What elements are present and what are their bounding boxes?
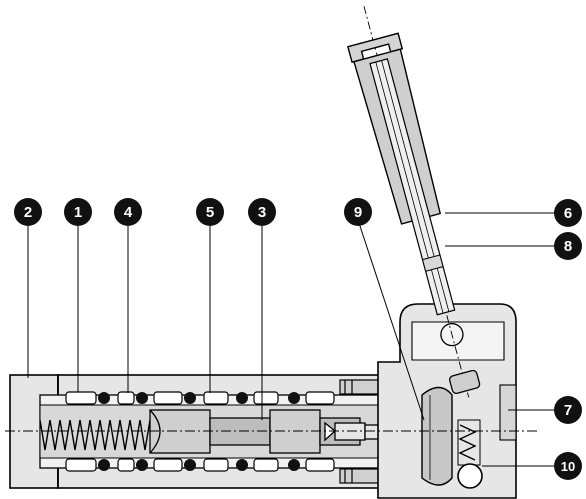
return-spring	[39, 419, 151, 451]
callout-8-label: 8	[564, 238, 572, 255]
callout-5-label: 5	[206, 204, 214, 221]
callout-10: 10	[554, 452, 582, 480]
callout-7: 7	[554, 396, 582, 424]
sleeve-seals-bottom	[65, 458, 335, 472]
callout-7-label: 7	[564, 402, 572, 419]
callout-6-label: 6	[564, 205, 572, 222]
callout-3-label: 3	[258, 204, 266, 221]
callout-3: 3	[248, 198, 276, 226]
callout-9-label: 9	[354, 204, 362, 221]
callout-10-label: 10	[561, 459, 575, 474]
callout-8: 8	[554, 232, 582, 260]
leader-lines	[27, 212, 560, 467]
callout-2: 2	[14, 198, 42, 226]
callout-2-label: 2	[24, 204, 32, 221]
callout-4: 4	[114, 198, 142, 226]
callout-1-label: 1	[74, 204, 82, 221]
sleeve-seals-top	[65, 391, 335, 405]
callout-4-label: 4	[124, 204, 133, 221]
actuator-housing	[377, 303, 517, 499]
callout-1: 1	[64, 198, 92, 226]
callout-6: 6	[554, 199, 582, 227]
callout-9: 9	[344, 198, 372, 226]
lever-handle	[347, 6, 481, 398]
callout-5: 5	[196, 198, 224, 226]
